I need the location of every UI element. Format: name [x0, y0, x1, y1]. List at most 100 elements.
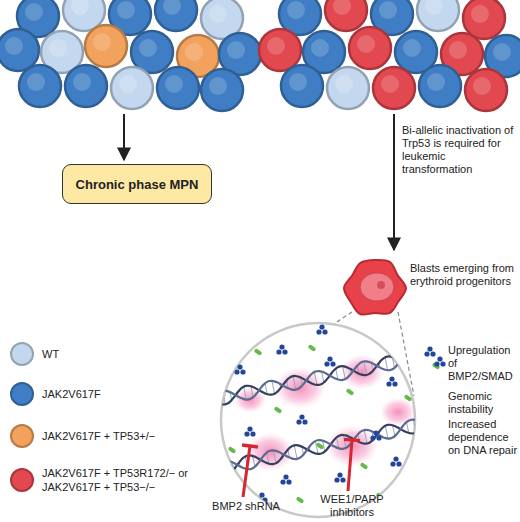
- cell-highlight: [49, 39, 67, 57]
- cell-highlight: [117, 1, 135, 19]
- bmp2-molecule: [299, 414, 304, 419]
- bmp2-molecule: [370, 435, 375, 440]
- process-box: Chronic phase MPN: [62, 164, 212, 204]
- cell-highlight: [427, 73, 445, 91]
- cell: [65, 65, 107, 107]
- cell-highlight: [287, 1, 305, 19]
- cell-highlight: [311, 39, 329, 57]
- cell: [281, 65, 323, 107]
- cell-highlight: [139, 39, 157, 57]
- bmp2-molecule: [286, 479, 291, 484]
- dna-rung: [364, 361, 367, 375]
- cell-highlight: [473, 77, 491, 95]
- cell: [155, 0, 197, 31]
- dna-rung: [413, 420, 416, 433]
- cell-highlight: [425, 0, 443, 15]
- bmp2-molecule: [302, 419, 307, 424]
- dna-rung: [421, 354, 423, 358]
- bmp2-molecule: [247, 426, 252, 431]
- smad-molecule: [308, 344, 317, 352]
- genomic-instability-blob: [340, 354, 384, 389]
- bmp2-molecule: [427, 346, 432, 351]
- bmp2-molecule: [283, 474, 288, 479]
- bmp2-molecule: [319, 324, 324, 329]
- bmp2-molecule: [389, 376, 394, 381]
- legend-entry: JAK2V617F + TP53R172/− or JAK2V617F + TP…: [10, 466, 210, 494]
- inhibitor-bar: [242, 445, 258, 447]
- zoom-circle: [221, 323, 415, 517]
- cell-caption: Blasts emerging from erythroid progenito…: [410, 262, 518, 288]
- bmp2-molecule: [393, 456, 398, 461]
- cell-highlight: [379, 1, 397, 19]
- legend-entry: JAK2V617F + TP53+/−: [10, 424, 210, 448]
- smad-molecule: [296, 496, 305, 504]
- legend-swatch: [10, 424, 34, 448]
- note: Increased dependence on DNA repair: [448, 418, 518, 457]
- cell-highlight: [335, 75, 353, 93]
- dna-rung: [343, 435, 346, 448]
- arrow: [393, 114, 395, 250]
- bmp2-molecule: [240, 369, 245, 374]
- bmp2-molecule: [237, 364, 242, 369]
- cell-highlight: [73, 73, 91, 91]
- cell: [419, 65, 461, 107]
- cell: [327, 67, 369, 109]
- dna-rung: [314, 372, 317, 385]
- cell: [417, 0, 459, 31]
- blast-nucleolus: [377, 281, 385, 289]
- bmp2-molecule: [340, 477, 345, 482]
- bmp2-molecule: [276, 349, 281, 354]
- cell: [349, 27, 391, 69]
- dna-rung: [392, 357, 394, 368]
- dna-rung: [421, 422, 423, 426]
- dna-rung: [364, 430, 367, 444]
- bmp2-molecule: [330, 361, 335, 366]
- smad-molecule: [228, 446, 237, 454]
- bmp2-molecule: [282, 349, 287, 354]
- smad-molecule: [316, 442, 325, 450]
- inhibitor-label: WEE1/PARP inhibitors: [302, 493, 402, 519]
- cell-highlight: [163, 0, 181, 15]
- legend-swatch: [10, 468, 34, 492]
- legend-text: WT: [42, 347, 207, 361]
- bmp2-molecule: [376, 435, 381, 440]
- cell: [85, 25, 127, 67]
- bmp2-molecule: [373, 430, 378, 435]
- bmp2-molecule: [437, 356, 442, 361]
- bmp2-molecule: [279, 344, 284, 349]
- dna-rung: [272, 381, 275, 394]
- bmp2-molecule: [386, 381, 391, 386]
- cell: [325, 0, 367, 31]
- dna-strand: [214, 420, 424, 470]
- inhibitor-label: BMP2 shRNA: [208, 500, 284, 513]
- cell-highlight: [227, 41, 245, 59]
- blast-nucleus: [360, 273, 394, 301]
- legend-swatch: [10, 382, 34, 406]
- cell-highlight: [357, 35, 375, 53]
- cell-highlight: [267, 37, 285, 55]
- note: Upregulation of BMP2/SMAD: [448, 344, 518, 383]
- cell-highlight: [165, 75, 183, 93]
- blast-shape: [344, 258, 406, 318]
- cell-highlight: [25, 3, 43, 21]
- dna-rung: [406, 354, 408, 365]
- dna-rung: [343, 366, 346, 379]
- legend-text: JAK2V617F + TP53R172/− or JAK2V617F + TP…: [42, 466, 207, 494]
- bmp2-molecule: [296, 419, 301, 424]
- inhibitor-line: [348, 440, 352, 491]
- dna-rung: [413, 351, 416, 364]
- dna-strand: [212, 352, 424, 400]
- genomic-instability-blob: [380, 398, 416, 427]
- bmp2-molecule: [424, 351, 429, 356]
- cell-highlight: [209, 5, 227, 23]
- legend-text: JAK2V617F: [42, 387, 207, 401]
- cell-highlight: [5, 37, 23, 55]
- bmp2-molecule: [259, 492, 264, 497]
- cell-highlight: [333, 0, 351, 15]
- bmp2-molecule: [390, 461, 395, 466]
- cell-highlight: [119, 75, 137, 93]
- note: Genomic instability: [448, 390, 518, 416]
- smad-molecule: [254, 348, 263, 356]
